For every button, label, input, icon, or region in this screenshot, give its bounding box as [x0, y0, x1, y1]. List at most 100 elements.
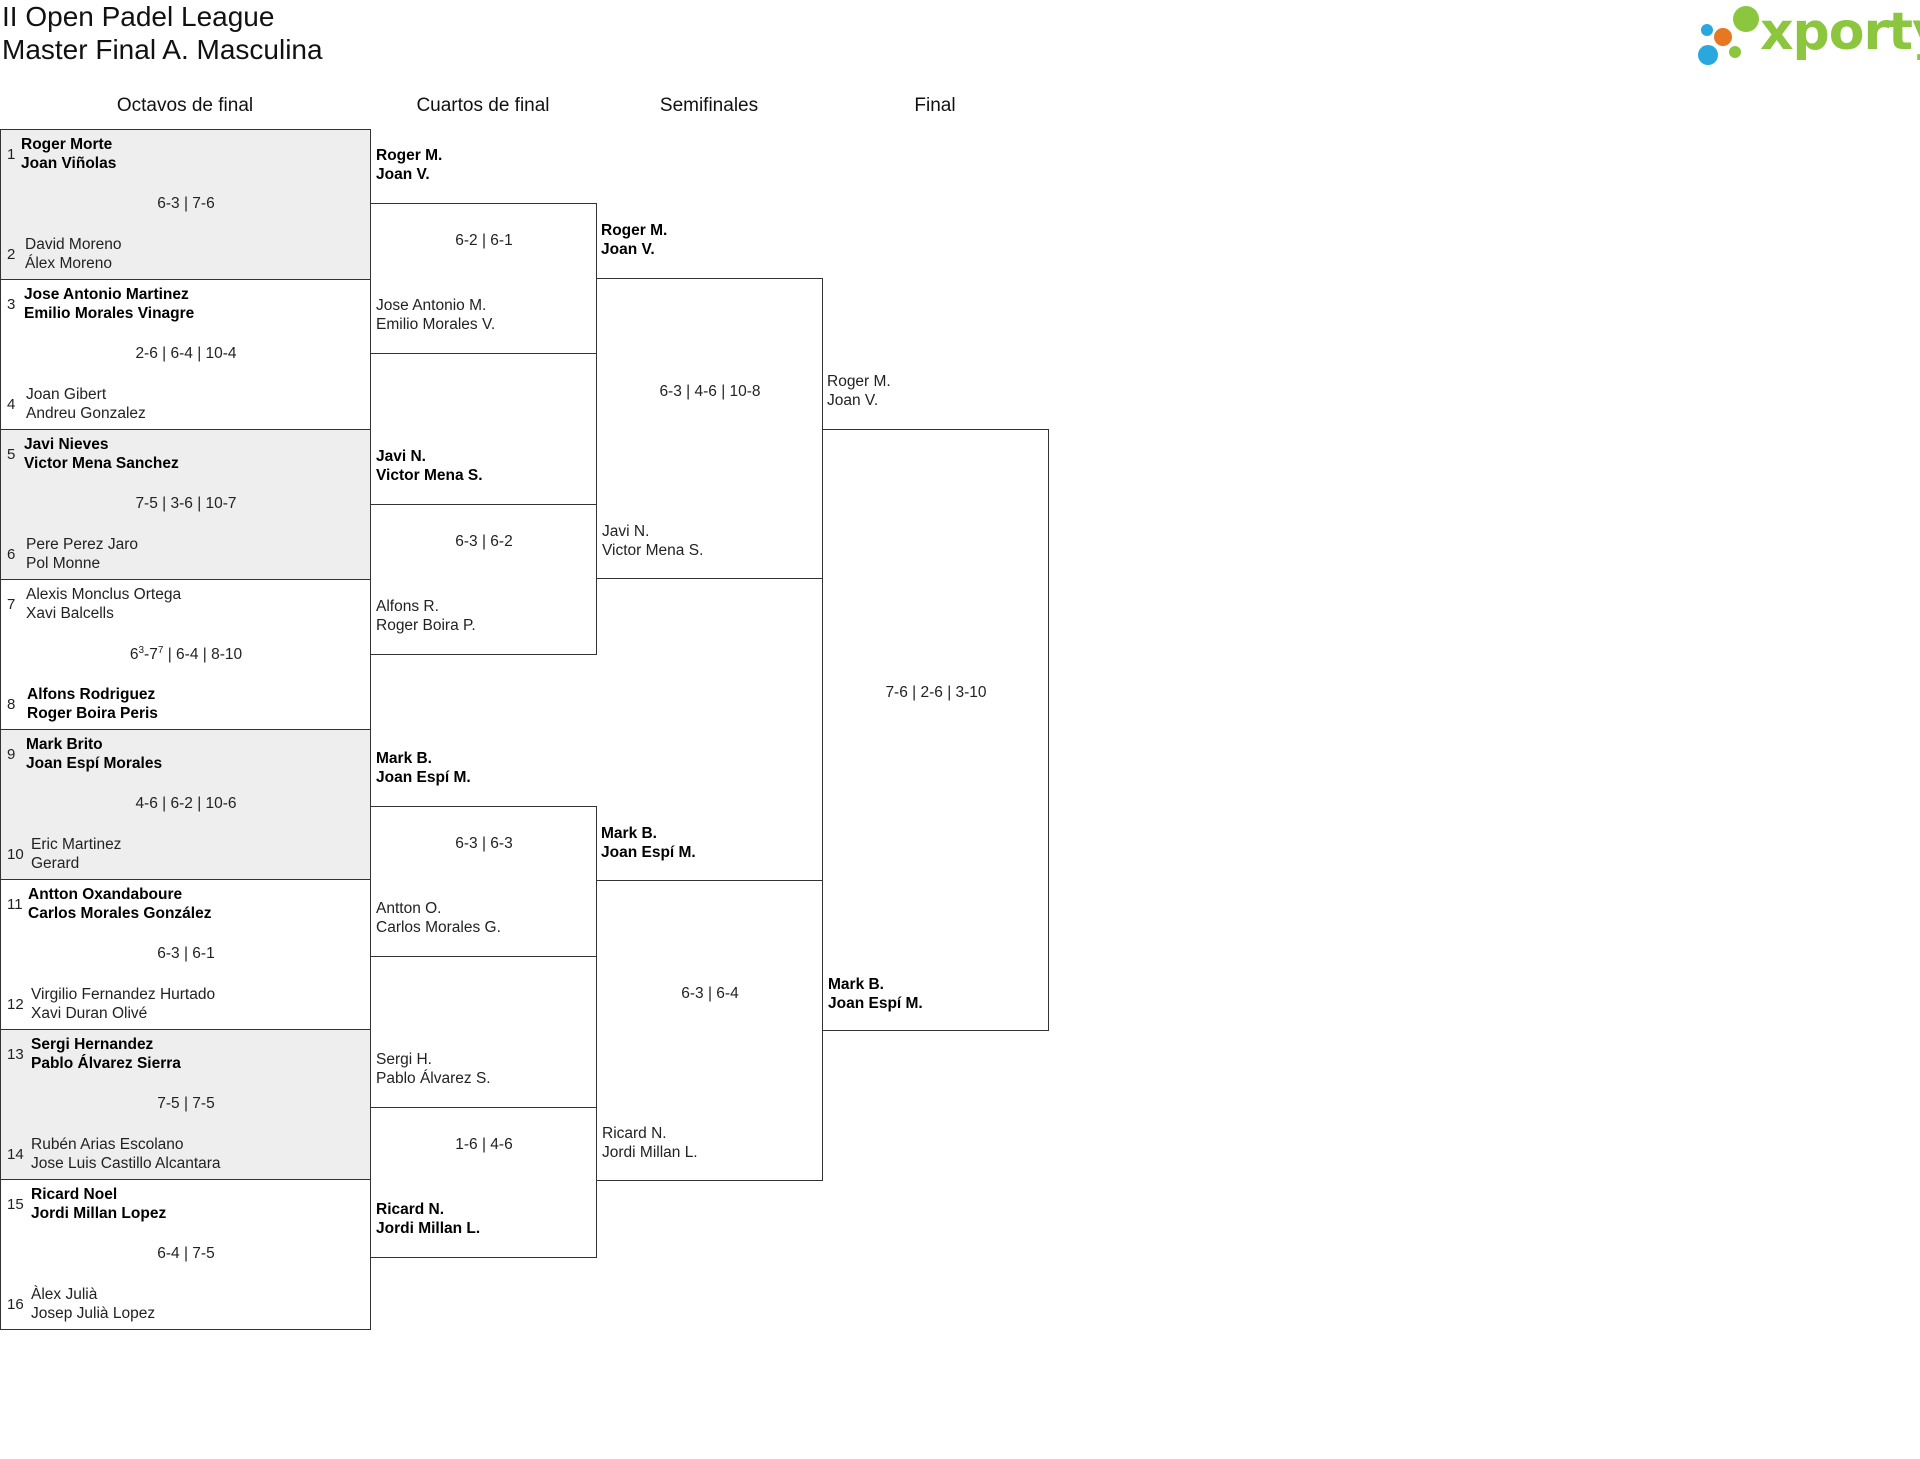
player-name: Joan Espí M. — [601, 844, 696, 861]
player-name: Ricard N. — [376, 1201, 445, 1218]
qf-team-top: Javi N. Victor Mena S. — [376, 447, 483, 485]
qf-match: 6-3 | 6-2 Alfons R.Roger Boira P. — [370, 504, 597, 655]
qf-team-bottom: Antton O.Carlos Morales G. — [376, 899, 501, 937]
match-score: 1-6 | 4-6 — [455, 1136, 513, 1153]
player-name: Carlos Morales González — [28, 905, 212, 922]
player-name: Javi Nieves — [24, 436, 109, 453]
tiebreak-score: 3 — [138, 645, 145, 656]
final-match: 7-6 | 2-6 | 3-10 Mark B.Joan Espí M. — [822, 429, 1049, 1031]
sf-team-top: Roger M.Joan V. — [601, 221, 667, 259]
match-score: 6-3 | 6-1 — [157, 945, 215, 962]
player-name: Jordi Millan L. — [376, 1220, 481, 1237]
seed-number: 2 — [7, 246, 16, 263]
player-name: Gerard — [31, 855, 80, 872]
round-header-final: Final — [914, 95, 956, 116]
player-name: Andreu Gonzalez — [26, 405, 146, 422]
player-name: Sergi H. — [376, 1051, 432, 1068]
player-name: Roger Boira P. — [376, 617, 476, 634]
match-score: 6-4 | 7-5 — [157, 1245, 215, 1262]
match-score: 7-5 | 3-6 | 10-7 — [135, 495, 237, 512]
player-name: Pablo Álvarez Sierra — [31, 1055, 181, 1072]
seed-number: 12 — [7, 996, 24, 1013]
player-name: Alexis Monclus Ortega — [26, 586, 182, 603]
player-name: Roger Morte — [21, 136, 113, 153]
player-name: Alfons Rodriguez — [27, 686, 156, 703]
xporty-logo: xporty — [1694, 2, 1920, 68]
seed-number: 10 — [7, 846, 24, 863]
player-name: Emilio Morales V. — [376, 316, 496, 333]
match-score: 6-3 | 7-6 — [157, 195, 215, 212]
player-name: Mark Brito — [26, 736, 103, 753]
logo-text: xporty — [1760, 2, 1920, 62]
player-name: Mark B. — [601, 825, 657, 842]
player-name: Roger M. — [827, 373, 891, 390]
player-name: Roger M. — [376, 147, 443, 164]
seed-number: 7 — [7, 596, 16, 613]
player-name: Mark B. — [828, 976, 884, 993]
player-name: Roger Boira Peris — [27, 705, 158, 722]
player-name: Mark B. — [376, 750, 432, 767]
round-header-octavos: Octavos de final — [116, 95, 254, 116]
match-score: 6-3 | 6-2 — [455, 533, 513, 550]
player-name: Pere Perez Jaro — [26, 536, 138, 553]
player-name: Joan V. — [376, 166, 430, 183]
player-name: Rubén Arias Escolano — [31, 1136, 184, 1153]
player-name: Joan V. — [827, 392, 879, 409]
score-part: -7 — [144, 646, 158, 664]
qf-team-bottom: Alfons R.Roger Boira P. — [376, 597, 476, 635]
player-name: Carlos Morales G. — [376, 919, 501, 936]
player-name: Victor Mena S. — [602, 542, 704, 559]
player-name: Ricard N. — [602, 1125, 667, 1142]
round-header-cuartos: Cuartos de final — [416, 95, 550, 116]
player-name: Joan Gibert — [26, 386, 107, 403]
player-name: Joan Espí Morales — [26, 755, 163, 772]
seed-number: 5 — [7, 446, 16, 463]
match-score: 6-3 | 6-3 — [455, 835, 513, 852]
qf-match: 1-6 | 4-6 Ricard N. Jordi Millan L. — [370, 1107, 597, 1258]
player-name: Javi N. — [376, 448, 426, 465]
seed-number: 8 — [7, 696, 16, 713]
player-name: Joan Espí M. — [376, 769, 471, 786]
player-name: Victor Mena Sanchez — [24, 455, 179, 472]
match-score: 63-77 | 6-4 | 8-10 — [1, 645, 371, 664]
sf-team-top: Mark B. Joan Espí M. — [601, 824, 696, 862]
seed-number: 11 — [7, 896, 23, 913]
player-name: Jose Antonio M. — [376, 297, 487, 314]
player-name: Àlex Julià — [31, 1286, 98, 1303]
tiebreak-score: 7 — [157, 645, 164, 656]
match-score: 6-3 | 4-6 | 10-8 — [659, 383, 761, 400]
qf-team-top: Mark B. Joan Espí M. — [376, 749, 471, 787]
seed-number: 15 — [7, 1196, 24, 1213]
player-name: Sergi Hernandez — [31, 1036, 154, 1053]
qf-team-top: Sergi H.Pablo Álvarez S. — [376, 1050, 491, 1088]
match-score: 4-6 | 6-2 | 10-6 — [135, 795, 237, 812]
player-name: Jose Antonio Martinez — [24, 286, 189, 303]
match-score: 2-6 | 6-4 | 10-4 — [135, 345, 237, 362]
player-name: Ricard Noel — [31, 1186, 118, 1203]
qf-team-bottom: Ricard N. Jordi Millan L. — [376, 1200, 480, 1238]
seed-number: 14 — [7, 1146, 24, 1163]
player-name: Virgilio Fernandez Hurtado — [31, 986, 216, 1003]
player-name: Álex Moreno — [25, 255, 113, 272]
qf-team-bottom: Jose Antonio M. Emilio Morales V. — [376, 296, 495, 334]
match-score: 7-5 | 7-5 — [157, 1095, 215, 1112]
round-header-semifinales: Semifinales — [659, 95, 759, 116]
player-name: Victor Mena S. — [376, 467, 483, 484]
